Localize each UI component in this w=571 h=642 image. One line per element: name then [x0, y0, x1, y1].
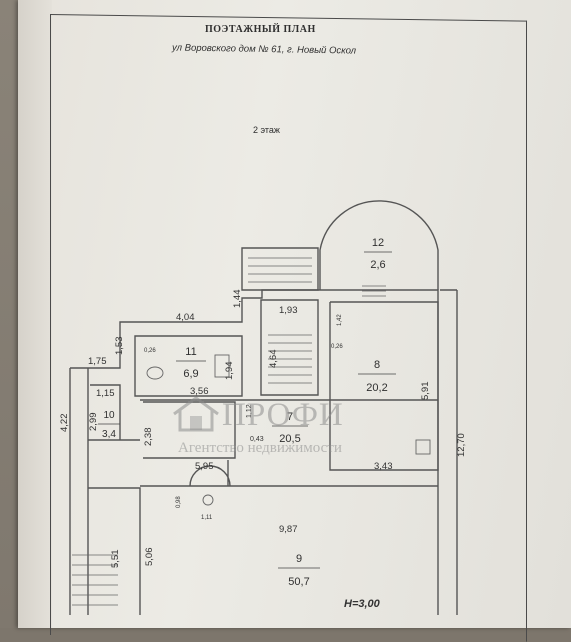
plan-title: ПОЭТАЖНЫЙ ПЛАН — [205, 24, 316, 35]
dim-label: 4,22 — [59, 414, 70, 433]
room-12-area: 2,6 — [370, 259, 385, 271]
dim-label: 0,26 — [331, 344, 343, 350]
dim-label: 1,11 — [201, 515, 213, 521]
room-10-number: 10 — [103, 410, 115, 421]
dim-label: 1,44 — [232, 290, 243, 309]
dim-label: 12,70 — [456, 433, 467, 457]
dim-label: 4,64 — [268, 350, 279, 369]
room-8-number: 8 — [374, 359, 380, 371]
dim-label: 1,93 — [279, 305, 298, 316]
dim-label: 3,56 — [190, 386, 209, 397]
house-logo-icon — [173, 396, 219, 432]
dim-label: 1,75 — [88, 356, 107, 367]
watermark-brand: ПРОФИ — [222, 397, 344, 433]
dim-label: 2,99 — [88, 413, 99, 432]
dim-label: 0,98 — [176, 496, 182, 508]
dim-label: 1,42 — [337, 314, 343, 326]
room-8-area: 20,2 — [366, 382, 387, 394]
room-11-number: 11 — [185, 346, 196, 358]
floor-label: 2 этаж — [253, 125, 280, 135]
room-12-number: 12 — [372, 237, 384, 249]
dim-label: 3,43 — [374, 461, 393, 472]
dim-label: 5,51 — [110, 550, 121, 569]
watermark-tagline: Агентство недвижимости — [178, 440, 342, 456]
dim-label: 0,43 — [250, 436, 264, 443]
room-7-number: 7 — [287, 411, 293, 423]
ceiling-height: H=3,00 — [344, 598, 381, 610]
dim-label: 1,15 — [96, 388, 115, 399]
room-9-area: 50,7 — [288, 576, 309, 588]
paper-fold — [18, 0, 52, 628]
dim-label: 5,95 — [195, 461, 214, 472]
room-9-number: 9 — [296, 553, 302, 565]
dim-label: 1,94 — [224, 362, 235, 381]
floor-plan-drawing: 12 2,6 11 6,9 8 20,2 10 3,4 7 20,5 9 50,… — [59, 200, 467, 615]
dim-label: 1,12 — [246, 404, 253, 418]
dim-label: 5,91 — [420, 382, 431, 401]
dim-label: 0,26 — [144, 348, 156, 354]
room-7-area: 20,5 — [279, 433, 300, 445]
dim-label: 9,87 — [279, 524, 298, 535]
room-11-area: 6,9 — [183, 368, 198, 380]
dim-label: 2,38 — [143, 428, 154, 447]
dim-label: 4,04 — [176, 312, 195, 323]
paper-sheet — [18, 0, 571, 628]
dim-label: 1,53 — [114, 337, 125, 356]
dim-label: 5,06 — [144, 548, 155, 567]
room-10-area: 3,4 — [102, 429, 116, 440]
